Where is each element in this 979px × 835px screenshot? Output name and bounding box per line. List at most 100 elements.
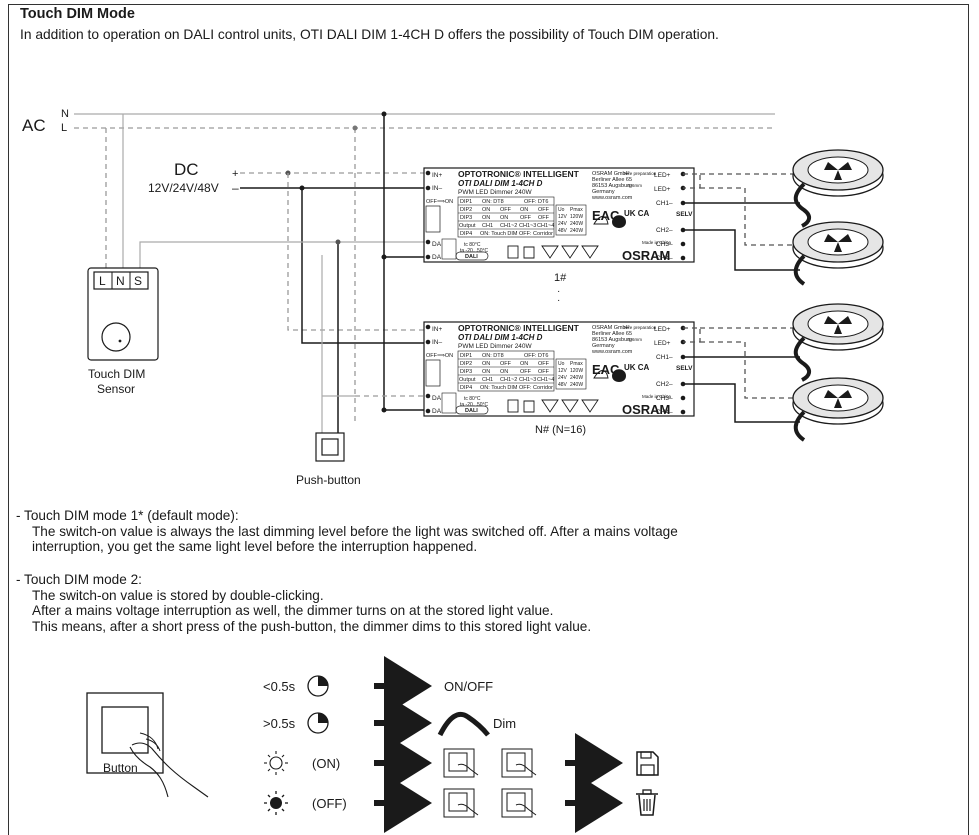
mode-1-heading: - Touch DIM mode 1* (default mode):: [16, 508, 239, 523]
svg-text:DALI: DALI: [465, 408, 478, 414]
svg-text:DIP2: DIP2: [460, 207, 472, 213]
clock-short-icon: [307, 675, 329, 697]
svg-text:ON: ON: [520, 207, 528, 213]
svg-text:OFF⟹ON: OFF⟹ON: [426, 199, 453, 205]
driver-1: IN+ IN– DA DA OPTOTRONIC® INTELLIGENT OT…: [423, 167, 695, 263]
led-reel-1: [792, 149, 884, 228]
svg-text:PWM LED Dimmer 240W: PWM LED Dimmer 240W: [458, 189, 533, 196]
svg-text:240W: 240W: [570, 382, 583, 388]
push-button[interactable]: [315, 432, 345, 462]
wiring-diagram: AC N L DC + 12V/24V/48V – L N S Tou: [22, 108, 884, 487]
svg-text:OFF: OFF: [500, 207, 512, 213]
l-label: L: [61, 122, 67, 134]
svg-text:CH4–: CH4–: [656, 255, 673, 262]
svg-text:IN+: IN+: [432, 172, 443, 179]
svg-text:ON: ON: [482, 369, 490, 375]
svg-text:Made in China: Made in China: [642, 394, 672, 399]
svg-text:Pmax: Pmax: [570, 207, 583, 213]
press-icon-3: [443, 788, 479, 818]
svg-text:OFF: OFF: [538, 215, 550, 221]
svg-text:CH1~4: CH1~4: [537, 377, 554, 383]
svg-text:OFF⟹ON: OFF⟹ON: [426, 353, 453, 359]
svg-text:CH1~3: CH1~3: [519, 377, 536, 383]
svg-text:OSRAM GmbH: OSRAM GmbH: [592, 325, 630, 331]
svg-text:ON: Touch DIM: ON: Touch DIM: [480, 385, 518, 391]
svg-text:OFF: OFF: [538, 361, 550, 367]
led-reel-2: [792, 221, 884, 286]
svg-text:24V: 24V: [558, 221, 568, 227]
svg-text:86153 Augsburg: 86153 Augsburg: [592, 183, 632, 189]
terminal-s: S: [134, 274, 142, 288]
touch-dim-sensor[interactable]: L N S: [87, 267, 159, 361]
led-reel-3: [792, 303, 884, 382]
svg-text:240W: 240W: [570, 228, 583, 234]
row-1-result: ON/OFF: [444, 679, 493, 694]
svg-text:LED+: LED+: [654, 172, 671, 179]
svg-text:LED+: LED+: [654, 340, 671, 347]
dc-plus: +: [232, 168, 238, 180]
svg-text:DIP2: DIP2: [460, 361, 472, 367]
svg-text:www.osram.com: www.osram.com: [591, 349, 633, 355]
ellipsis-dots: ·: [557, 286, 560, 297]
svg-text:DIP1: DIP1: [460, 353, 472, 359]
clock-long-icon: [307, 712, 329, 734]
svg-text:CH2–: CH2–: [656, 381, 673, 388]
dc-minus: –: [232, 181, 239, 195]
led-reel-4: [792, 377, 884, 442]
row-2-result: Dim: [493, 716, 516, 731]
sensor-label-1: Touch DIM: [88, 367, 145, 381]
svg-text:tc 80°C: tc 80°C: [464, 396, 481, 402]
svg-text:120W: 120W: [570, 368, 583, 374]
svg-text:ON: DT8: ON: DT8: [482, 199, 504, 205]
button-illustration: [86, 692, 209, 798]
light-off-icon: [264, 791, 288, 815]
svg-text:OFF: DT6: OFF: DT6: [524, 199, 548, 205]
svg-text:OFF: OFF: [520, 215, 532, 221]
sensor-label-2: Sensor: [97, 382, 135, 396]
svg-text:LED+: LED+: [654, 326, 671, 333]
svg-text:ON: ON: [520, 361, 528, 367]
svg-text:DA: DA: [432, 254, 442, 261]
svg-text:12V: 12V: [558, 368, 568, 374]
svg-text:DA: DA: [432, 241, 442, 248]
svg-text:CH1: CH1: [482, 223, 493, 229]
section-title: Touch DIM Mode: [20, 6, 135, 22]
svg-text:DA: DA: [432, 395, 442, 402]
terminal-l: L: [99, 274, 106, 288]
svg-text:OSRAM GmbH: OSRAM GmbH: [592, 171, 630, 177]
terminal-n: N: [116, 274, 125, 288]
svg-text:OTI DALI DIM 1-4CH D: OTI DALI DIM 1-4CH D: [458, 333, 543, 342]
pushbutton-label: Push-button: [296, 473, 361, 487]
mode-2-heading: - Touch DIM mode 2:: [16, 572, 142, 587]
svg-text:CH1~4: CH1~4: [537, 223, 554, 229]
da1-node: [381, 254, 387, 260]
svg-text:SELV: SELV: [676, 211, 693, 218]
svg-text:CH3–: CH3–: [656, 241, 673, 248]
svg-text:CH2–: CH2–: [656, 227, 673, 234]
svg-text:IN+: IN+: [432, 326, 443, 333]
n-label: N: [61, 108, 69, 120]
sensor-s-wire: [139, 241, 425, 268]
row-2-left: >0.5s: [263, 716, 296, 731]
dc-label: DC: [174, 160, 199, 179]
svg-text:Germany: Germany: [592, 189, 615, 195]
pb-l-node: [352, 125, 358, 131]
svg-text:IN–: IN–: [432, 339, 443, 346]
svg-text:Germany: Germany: [592, 343, 615, 349]
svg-text:DIP4: DIP4: [460, 231, 472, 237]
dc-plus-branch: [287, 173, 425, 331]
svg-text:Output: Output: [459, 223, 476, 229]
svg-text:OTI DALI DIM 1-4CH D: OTI DALI DIM 1-4CH D: [458, 179, 543, 188]
pb-n-node: [381, 111, 387, 117]
dc-minus-branch: [301, 188, 425, 344]
svg-text:ON: ON: [500, 215, 508, 221]
driver-n-index: N# (N=16): [535, 424, 586, 436]
press-icon-2: [501, 748, 537, 778]
svg-text:wire preparation: wire preparation: [624, 171, 657, 176]
svg-text:OPTOTRONIC® INTELLIGENT: OPTOTRONIC® INTELLIGENT: [458, 169, 580, 179]
svg-text:·: ·: [557, 295, 560, 306]
svg-text:Uo: Uo: [558, 361, 565, 367]
svg-text:48V: 48V: [558, 382, 568, 388]
svg-text:PWM LED Dimmer 240W: PWM LED Dimmer 240W: [458, 343, 533, 350]
svg-text:CH1: CH1: [482, 377, 493, 383]
